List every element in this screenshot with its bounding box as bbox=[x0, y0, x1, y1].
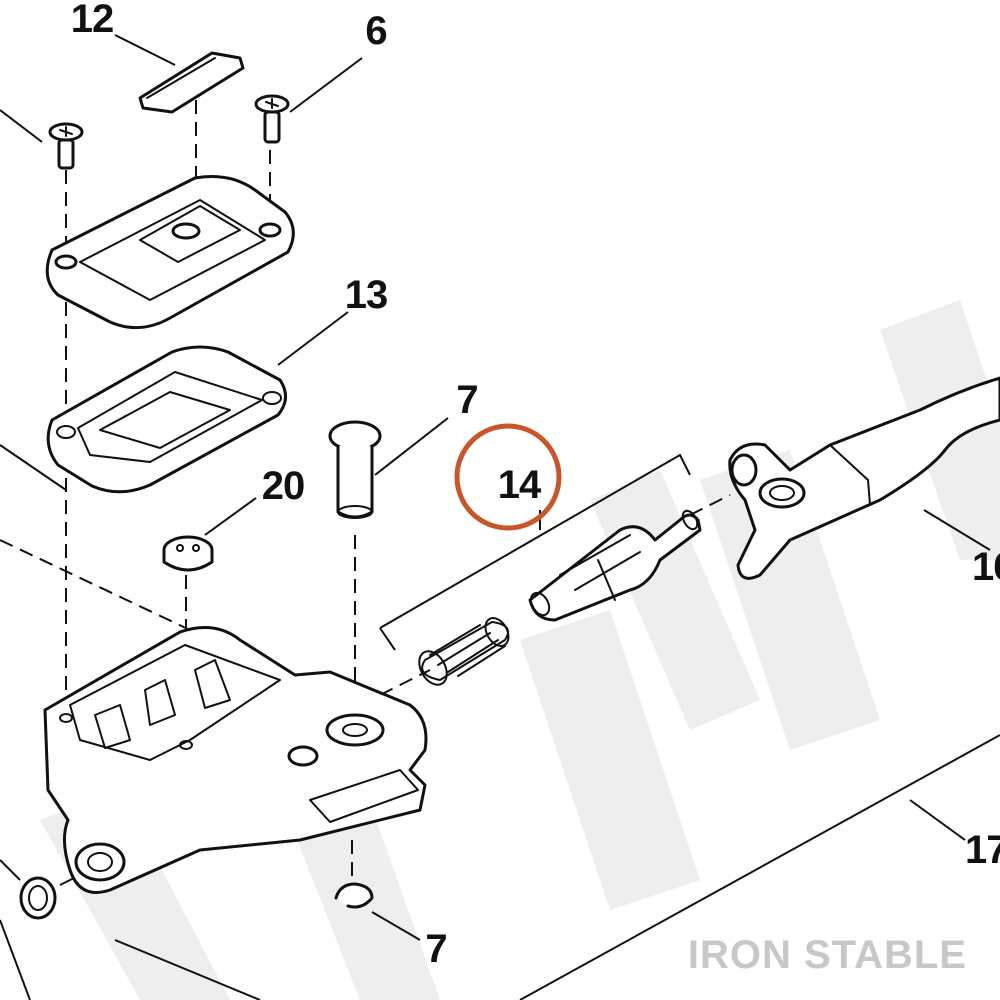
callout-20: 20 bbox=[262, 464, 305, 508]
callout-17: 17 bbox=[965, 828, 1000, 872]
retaining-clip-7 bbox=[334, 882, 374, 909]
callout-7-lower: 7 bbox=[425, 927, 446, 971]
piston-spring bbox=[418, 617, 510, 686]
washer bbox=[19, 876, 57, 920]
watermark-brand: IRON STABLE bbox=[688, 933, 967, 977]
sight-glass-20 bbox=[162, 535, 214, 572]
cover-screw-right bbox=[254, 94, 290, 144]
watermark-letters bbox=[40, 300, 1000, 1000]
highlight-circle-14 bbox=[454, 423, 562, 531]
master-cylinder-body bbox=[43, 626, 428, 894]
reservoir-cover bbox=[45, 175, 295, 330]
callout-7-upper: 7 bbox=[456, 378, 477, 422]
piston-assembly-14 bbox=[528, 509, 702, 622]
callout-14: 14 bbox=[498, 463, 542, 507]
callout-16: 16 bbox=[972, 545, 1000, 589]
filler-cap-gasket-12 bbox=[138, 51, 245, 114]
callout-6: 6 bbox=[365, 9, 386, 53]
reservoir-diaphragm-13 bbox=[46, 345, 287, 494]
cover-screw-left bbox=[48, 122, 84, 170]
callout-12: 12 bbox=[71, 0, 114, 41]
callout-13: 13 bbox=[345, 273, 388, 317]
pivot-pin-7 bbox=[328, 420, 382, 519]
brake-lever-16 bbox=[728, 376, 1000, 580]
